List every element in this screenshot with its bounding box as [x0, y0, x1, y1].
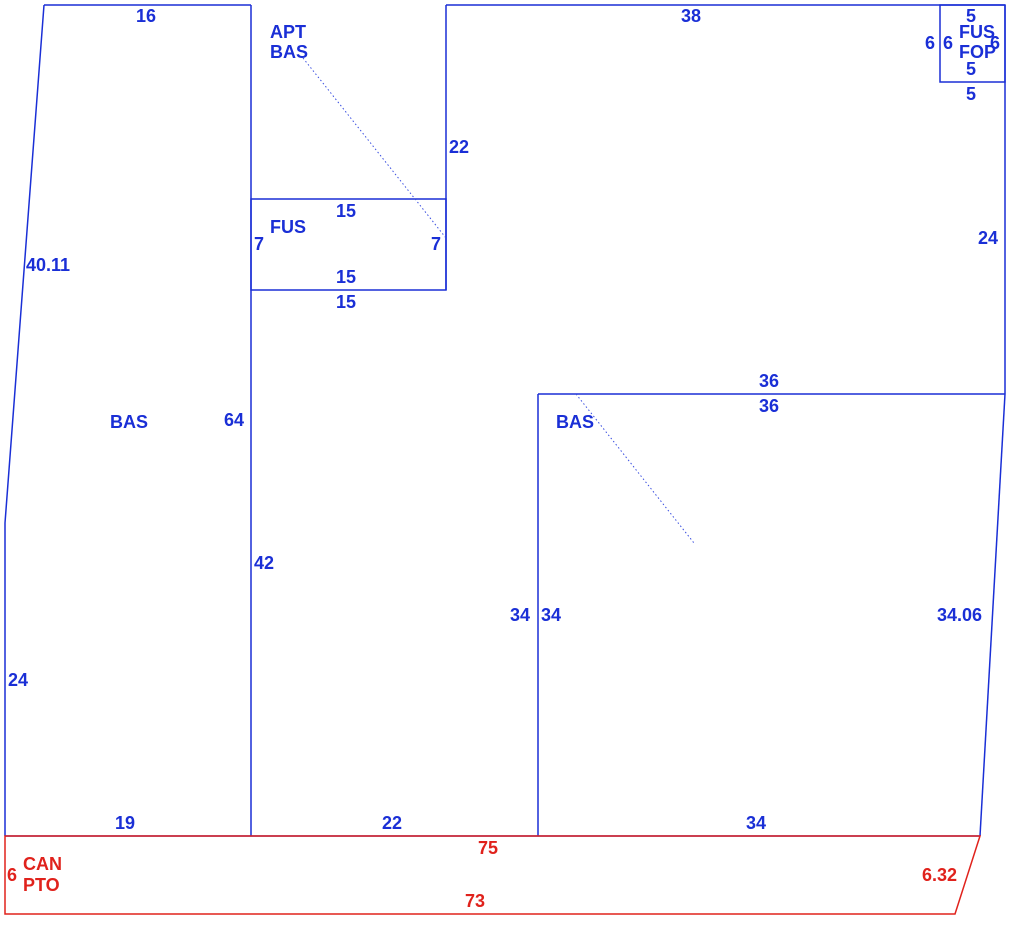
- label-fus-mid: FUS: [270, 217, 306, 237]
- dim-fus-bottom-inner: 15: [336, 267, 356, 287]
- dim-fus-bottom-outer: 15: [336, 292, 356, 312]
- dim-corner-right: 6: [990, 33, 1000, 53]
- dim-right-slant: 34.06: [937, 605, 982, 625]
- outline-right-slant: [979, 393, 1006, 837]
- label-pto: PTO: [23, 875, 60, 895]
- dim-step-top-inner: 36: [759, 396, 779, 416]
- dim-canopy-top: 75: [478, 838, 498, 858]
- label-bas-right: BAS: [556, 412, 594, 432]
- label-bas-top: BAS: [270, 42, 308, 62]
- fus-box: [250, 198, 447, 291]
- dim-fus-left: 7: [254, 234, 264, 254]
- dim-corner-bottom-inner: 5: [966, 59, 976, 79]
- dim-step-top: 36: [759, 371, 779, 391]
- label-fus-corner: FUS: [959, 22, 995, 42]
- label-bas-left: BAS: [110, 412, 148, 432]
- dim-corner-left-outer: 6: [925, 33, 935, 53]
- dim-top-right: 38: [681, 6, 701, 26]
- dim-fus-right: 7: [431, 234, 441, 254]
- outline-left-slant: [4, 4, 45, 836]
- dim-canopy-bottom: 73: [465, 891, 485, 911]
- label-fop-corner: FOP: [959, 42, 996, 62]
- dim-step-vertical: 22: [449, 137, 469, 157]
- dim-corner-left-inner: 6: [943, 33, 953, 53]
- dim-top-left: 16: [136, 6, 156, 26]
- dim-left-middle: 64: [224, 410, 244, 430]
- dim-bottom-left: 19: [115, 813, 135, 833]
- dim-step-left: 34: [510, 605, 530, 625]
- dim-corner-top: 5: [966, 6, 976, 26]
- dim-corner-bottom-outer: 5: [966, 84, 976, 104]
- canopy-outline: [4, 835, 982, 915]
- dim-left-slant: 40.11: [26, 255, 70, 275]
- dim-canopy-left: 6: [7, 865, 17, 885]
- dim-fus-top: 15: [336, 201, 356, 221]
- dim-bottom-middle: 22: [382, 813, 402, 833]
- leader-line-top: [302, 57, 447, 239]
- dim-step-right: 34: [541, 605, 561, 625]
- dim-left-lower: 24: [8, 670, 28, 690]
- label-can: CAN: [23, 854, 62, 874]
- dim-right-upper: 24: [978, 228, 998, 248]
- dim-canopy-right: 6.32: [922, 865, 957, 885]
- fus-fop-corner-box: [939, 4, 1006, 83]
- label-apt: APT: [270, 22, 306, 42]
- dim-bottom-right: 34: [746, 813, 766, 833]
- dim-center-lower: 42: [254, 553, 274, 573]
